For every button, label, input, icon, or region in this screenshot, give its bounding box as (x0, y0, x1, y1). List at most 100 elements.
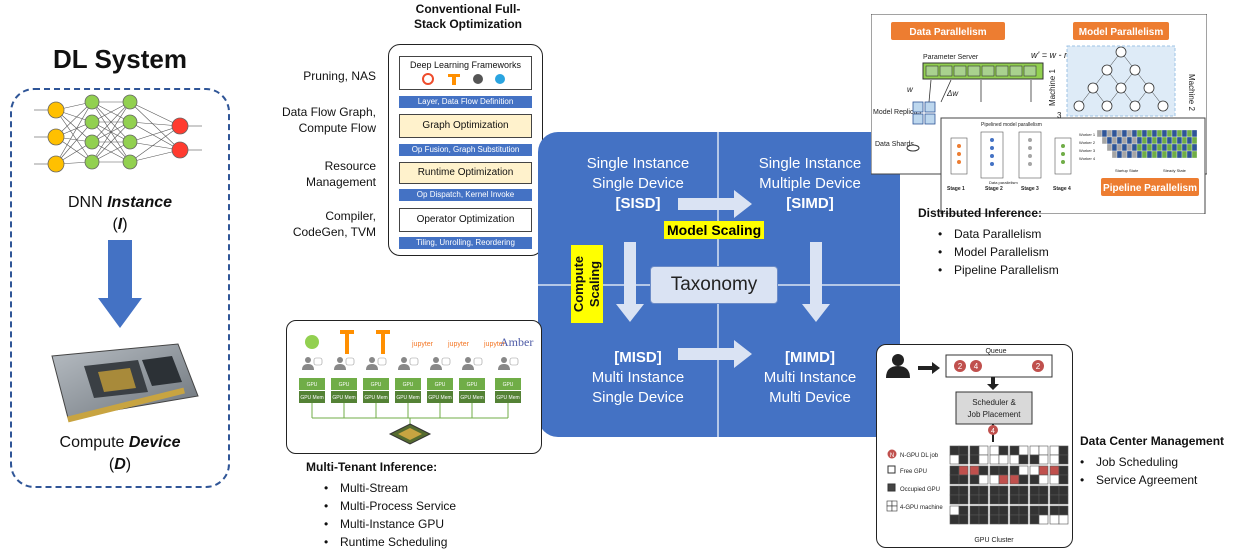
gpu-cell (1009, 485, 1020, 496)
gpu-cell (958, 505, 969, 516)
gpu-cell (1058, 474, 1069, 485)
gpu-cell (978, 445, 989, 456)
gpu-cell (998, 494, 1009, 505)
pipeline-cell (1166, 143, 1173, 152)
gpu-cell (1018, 465, 1029, 476)
pipeline-cell (1186, 143, 1193, 152)
svg-text:N-GPU DL job: N-GPU DL job (900, 453, 939, 459)
dnn-instance-word: Instance (107, 194, 173, 211)
pipeline-cell (1121, 143, 1128, 152)
pipeline-cell (1121, 150, 1128, 159)
svg-text:w: w (907, 85, 914, 94)
graph-optimization-box: Graph Optimization (399, 114, 532, 138)
gpu-machine (969, 505, 989, 525)
pipeline-cell (1151, 150, 1158, 159)
gpu-cell (969, 514, 980, 525)
gpu-cell (949, 474, 960, 485)
pipeline-cell (1161, 150, 1168, 159)
user-icon (398, 357, 419, 370)
dataflow-graph-label: Data Flow Graph,Compute Flow (281, 105, 376, 135)
gpu-machine (949, 445, 969, 465)
gpu-cell (978, 514, 989, 525)
gpu-cell (1029, 514, 1040, 525)
pipeline-cell (1186, 136, 1193, 145)
gpu-label: GPU (403, 382, 414, 388)
gpu-cell (1038, 445, 1049, 456)
pipeline-cell (1131, 143, 1138, 152)
gpu-cell (998, 505, 1009, 516)
gpu-cell (1029, 465, 1040, 476)
gpu-cell (1049, 514, 1060, 525)
pipeline-cell (1116, 129, 1123, 138)
svg-text:Job Placement: Job Placement (968, 410, 1022, 419)
pipeline-cell (1161, 129, 1168, 138)
pipeline-cell (1156, 129, 1163, 138)
svg-text:Free GPU: Free GPU (900, 469, 927, 475)
pipeline-cell (1096, 143, 1103, 152)
svg-text:Stage 1: Stage 1 (947, 186, 965, 192)
pipeline-cell (1126, 136, 1133, 145)
pipeline-cell (1171, 150, 1178, 159)
pipeline-cell (1111, 143, 1118, 152)
gpu-cell (1058, 485, 1069, 496)
gpu-cell (969, 445, 980, 456)
svg-text:3: 3 (1057, 111, 1062, 120)
gpu-cell (1009, 445, 1020, 456)
dc-item-agreement: Service Agreement (1080, 472, 1197, 488)
gpu-machine (1029, 505, 1049, 525)
gpu-cell (1049, 505, 1060, 516)
pipeline-cell (1141, 136, 1148, 145)
svg-text:2: 2 (958, 362, 963, 371)
device-word: Device (128, 434, 181, 451)
svg-text:Pipeline Parallelism: Pipeline Parallelism (1103, 183, 1197, 194)
pipeline-cell (1191, 136, 1198, 145)
svg-text:Worker 1: Worker 1 (1079, 132, 1096, 137)
gpu-machine (1009, 445, 1029, 465)
gpu-cell (958, 465, 969, 476)
pipeline-cell (1116, 136, 1123, 145)
svg-text:Δw: Δw (946, 89, 959, 98)
gpu-cell (989, 445, 1000, 456)
pipeline-cell (1186, 129, 1193, 138)
conventional-title-line1: Conventional Full- (415, 2, 521, 16)
gpu-machine (1009, 465, 1029, 485)
gpu-cell (998, 514, 1009, 525)
gpu-cell (1058, 465, 1069, 476)
op-dispatch-bar: Op Dispatch, Kernel Invoke (399, 189, 532, 201)
svg-text:jupyter: jupyter (447, 341, 470, 348)
pipeline-cell (1106, 143, 1113, 152)
device-prefix: Compute (59, 434, 129, 451)
svg-text:4: 4 (974, 362, 979, 371)
svg-text:4-GPU machine: 4-GPU machine (900, 505, 943, 511)
gpu-machine (989, 505, 1009, 525)
pipeline-cell (1141, 150, 1148, 159)
pipeline-cell (1126, 129, 1133, 138)
svg-text:Stage 4: Stage 4 (1053, 186, 1071, 192)
gpu-cell (1018, 474, 1029, 485)
gpu-machine (1029, 465, 1049, 485)
gpu-cell (969, 474, 980, 485)
dist-item-pipeline: Pipeline Parallelism (938, 262, 1059, 278)
pipeline-cell (1166, 136, 1173, 145)
gpu-mem-label: GPU Mem (496, 395, 519, 401)
gpu-cell (1049, 465, 1060, 476)
arrow-misd-to-mimd (678, 340, 752, 368)
gpu-label: GPU (339, 382, 350, 388)
gpu-cell (1038, 505, 1049, 516)
svg-text:Machine 2: Machine 2 (1187, 74, 1196, 111)
pipeline-cell (1176, 150, 1183, 159)
gpu-machine (1049, 485, 1069, 505)
pipeline-cell (1096, 129, 1103, 138)
gpu-label: GPU (503, 382, 514, 388)
gpu-cell (978, 465, 989, 476)
mt-item-runtime: Runtime Scheduling (324, 534, 447, 550)
user-icon (430, 357, 451, 370)
gpu-mem-label: GPU Mem (300, 395, 323, 401)
model-scaling-label: Model Scaling (664, 221, 765, 239)
pipeline-cell (1111, 129, 1118, 138)
gpu-cell (978, 485, 989, 496)
pytorch-logo-icon (421, 73, 434, 85)
mt-item-mps: Multi-Process Service (324, 498, 456, 514)
